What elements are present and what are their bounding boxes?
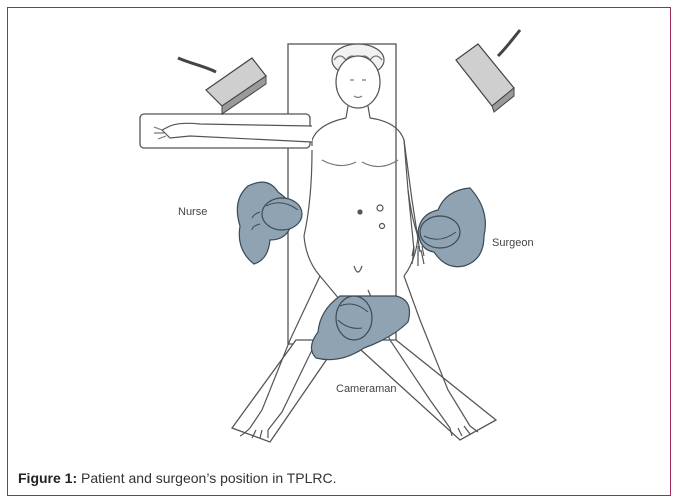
surgeon-label: Surgeon — [492, 237, 534, 249]
right-operating-light-icon — [456, 30, 520, 112]
surgeon-figure — [412, 188, 485, 267]
figure-caption-text: Patient and surgeon’s position in TPLRC. — [77, 470, 336, 486]
nurse-label: Nurse — [178, 206, 207, 218]
left-operating-light-icon — [178, 58, 266, 114]
figure-caption-label: Figure 1: — [18, 470, 77, 486]
cameraman-label: Cameraman — [336, 383, 397, 395]
figure-caption: Figure 1: Patient and surgeon’s position… — [18, 470, 337, 486]
